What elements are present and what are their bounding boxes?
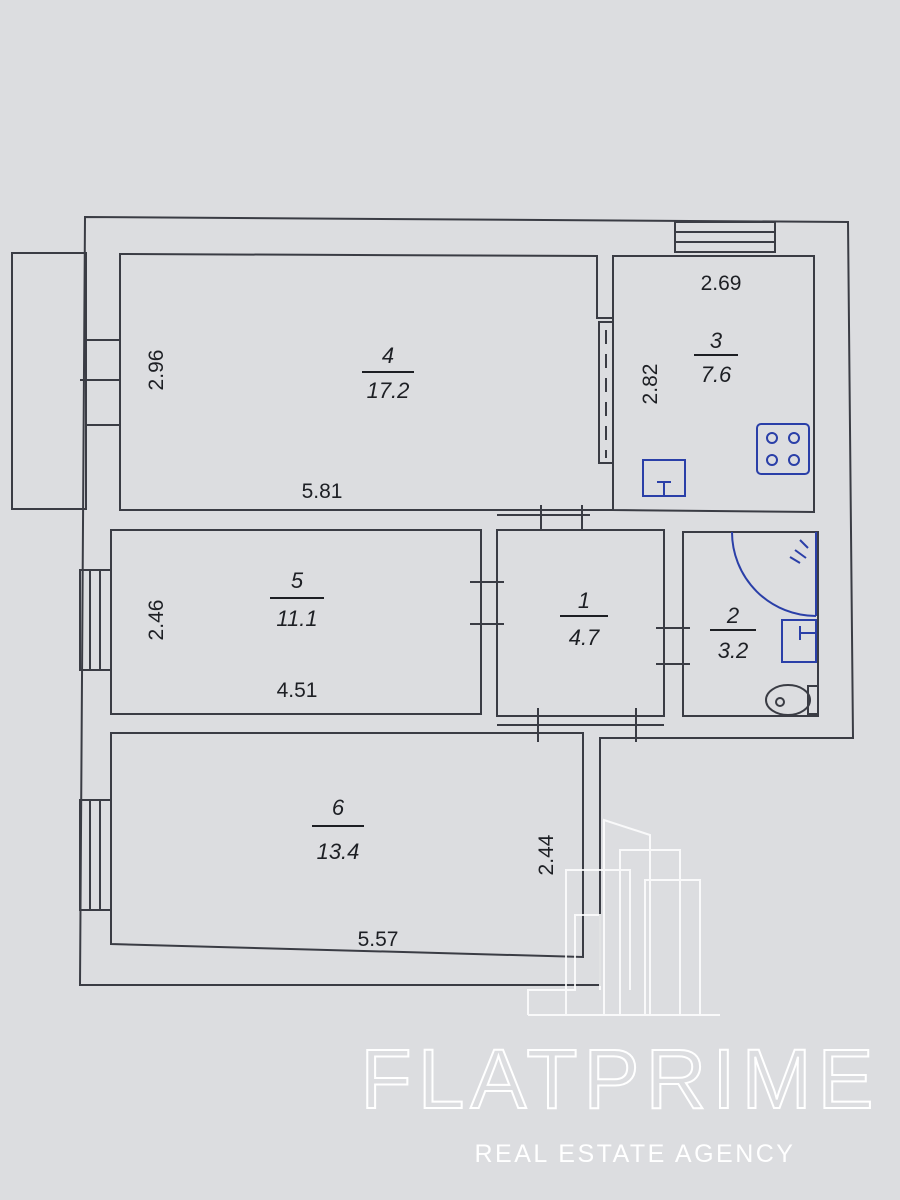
- svg-text:13.4: 13.4: [317, 839, 360, 864]
- dimension-room5-height: 2.46: [145, 600, 168, 641]
- svg-text:6: 6: [332, 795, 345, 820]
- svg-text:4: 4: [382, 343, 394, 368]
- room-1-outline: [496, 529, 665, 717]
- svg-text:3.2: 3.2: [718, 638, 749, 663]
- svg-text:2: 2: [726, 603, 739, 628]
- balcony: [11, 252, 87, 510]
- svg-text:17.2: 17.2: [367, 378, 410, 403]
- svg-text:3: 3: [710, 328, 723, 353]
- svg-text:7.6: 7.6: [701, 362, 732, 387]
- window: [79, 569, 112, 671]
- watermark-brand: FLATPRIME: [360, 1032, 879, 1126]
- door-marks: [80, 339, 690, 742]
- room-3-outline: [612, 255, 815, 514]
- room-label-5: 5 11.1: [270, 568, 324, 631]
- toilet-icon: [765, 684, 819, 716]
- dimension-room5-width: 4.51: [277, 679, 318, 702]
- window: [79, 799, 112, 911]
- dimension-room3-height: 2.82: [639, 364, 662, 405]
- room-4-outline: [119, 252, 614, 511]
- window: [674, 221, 776, 253]
- watermark-tagline: REAL ESTATE AGENCY: [474, 1140, 795, 1168]
- dimension-room4-width: 5.81: [302, 480, 343, 503]
- watermark-logo-icon: [527, 818, 720, 1016]
- outer-wall: [78, 215, 855, 986]
- room-2-outline: [682, 531, 819, 717]
- room-label-3: 3 7.6: [694, 328, 738, 387]
- dimension-room4-height: 2.96: [145, 350, 168, 391]
- svg-text:5: 5: [291, 568, 304, 593]
- dimension-room6-width: 5.57: [358, 928, 399, 951]
- dimension-room3-width: 2.69: [701, 272, 742, 295]
- room-label-4: 4 17.2: [362, 343, 414, 403]
- dimension-room6-height: 2.44: [535, 834, 558, 875]
- svg-text:11.1: 11.1: [276, 606, 317, 631]
- bathroom-sink-icon: [781, 619, 817, 663]
- kitchen-sink-icon: [642, 459, 686, 497]
- room-label-2: 2 3.2: [710, 603, 756, 663]
- svg-text:4.7: 4.7: [569, 625, 600, 650]
- room-label-1: 1 4.7: [560, 588, 608, 650]
- shower-icon: [731, 531, 817, 617]
- room-label-6: 6 13.4: [312, 795, 364, 864]
- stove-icon: [756, 423, 810, 475]
- svg-text:1: 1: [578, 588, 590, 613]
